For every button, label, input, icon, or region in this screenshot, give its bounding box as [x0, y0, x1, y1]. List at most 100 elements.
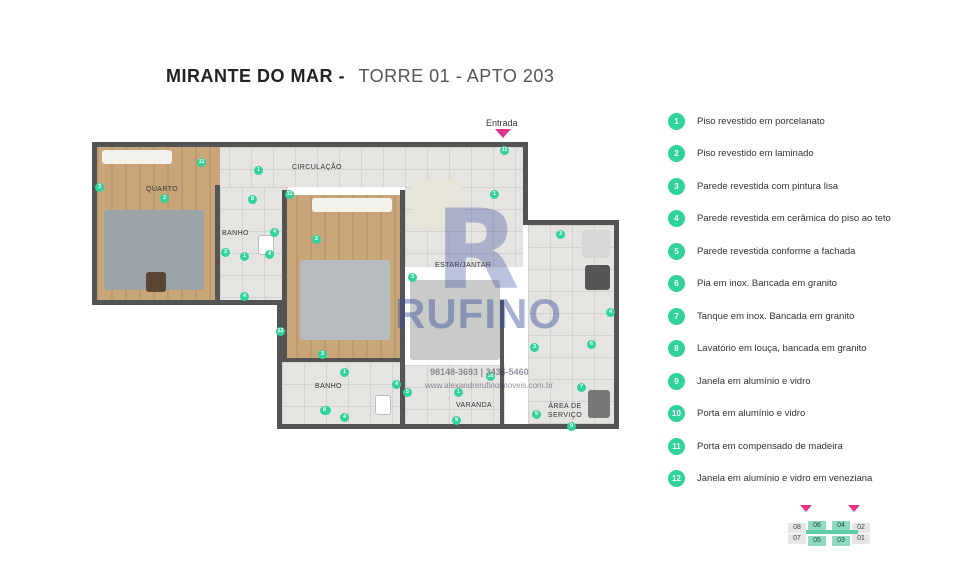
marker: 1: [240, 252, 249, 261]
fridge: [582, 230, 610, 258]
wardrobe: [312, 198, 392, 212]
legend-item: 9 Janela em alumínio e vidro: [668, 372, 811, 390]
marker: 2: [312, 235, 321, 244]
marker: 7: [577, 383, 586, 392]
legend-text: Pia em inox. Bancada em granito: [697, 278, 837, 289]
dining-table: [412, 180, 462, 230]
key-map-arrow-icon: [848, 505, 860, 512]
page-title: MIRANTE DO MAR - TORRE 01 - APTO 203: [166, 66, 554, 87]
key-map-cell: 06: [808, 521, 826, 531]
marker: 8: [248, 195, 257, 204]
project-name: MIRANTE DO MAR -: [166, 66, 345, 86]
wall: [400, 190, 405, 424]
legend-number-badge: 9: [668, 372, 685, 390]
wall: [277, 424, 619, 429]
marker: 11: [285, 190, 294, 199]
key-map-corridor: [806, 530, 858, 534]
legend-text: Piso revestido em laminado: [697, 148, 814, 159]
wall: [277, 300, 282, 428]
legend-item: 5 Parede revestida conforme a fachada: [668, 242, 855, 260]
marker: 2: [160, 194, 169, 203]
marker: 1: [490, 190, 499, 199]
marker: 8: [320, 406, 329, 415]
legend-text: Janela em alumínio e vidro em veneziana: [697, 473, 873, 484]
key-map-arrow-icon: [800, 505, 812, 512]
legend-number-badge: 2: [668, 145, 685, 162]
legend-number-badge: 11: [668, 437, 685, 455]
wall: [92, 142, 528, 147]
legend-number-badge: 8: [668, 340, 685, 357]
room-label-bedroom: QUARTO: [146, 186, 179, 193]
marker: 9: [567, 422, 576, 431]
key-map-cell: 04: [832, 521, 850, 531]
legend-text: Parede revestida com pintura lisa: [697, 180, 838, 192]
entrance-arrow-icon: [495, 129, 511, 138]
marker: 4: [265, 250, 274, 259]
wall: [92, 300, 282, 305]
entrance-label: Entrada: [486, 118, 518, 128]
legend-item: 6 Pia em inox. Bancada em granito: [668, 275, 837, 293]
wall: [614, 220, 619, 428]
marker: 3: [530, 343, 539, 352]
bed: [300, 260, 390, 340]
wall: [92, 142, 97, 304]
marker: 5: [532, 410, 541, 419]
legend-text: Lavatório em louça, bancada em granito: [697, 343, 867, 354]
legend-number-badge: 5: [668, 242, 685, 260]
key-map-cell: 02: [852, 523, 870, 533]
marker: 3: [556, 230, 565, 239]
legend-number-badge: 1: [668, 112, 685, 130]
marker: 9: [452, 416, 461, 425]
legend-text: Janela em alumínio e vidro: [697, 375, 811, 387]
marker: 3: [408, 273, 417, 282]
legend-item: 1 Piso revestido em porcelanato: [668, 112, 825, 130]
marker: 4: [392, 380, 401, 389]
stove: [585, 265, 610, 290]
wall: [523, 142, 528, 224]
room-label-circulation: CIRCULAÇÃO: [292, 164, 342, 171]
marker: 4: [240, 292, 249, 301]
marker: 1: [454, 388, 463, 397]
legend-number-badge: 12: [668, 470, 685, 487]
tower-key-map: 08 06 04 02 07 05 03 01: [786, 505, 878, 550]
legend-item: 12 Janela em alumínio e vidro em venezian…: [668, 470, 872, 488]
marker: 10: [486, 372, 495, 381]
legend-text: Tanque em inox. Bancada em granito: [697, 310, 855, 322]
key-map-cell: 08: [788, 523, 806, 533]
marker: 11: [500, 146, 509, 155]
sofa: [410, 280, 500, 360]
room-label-bath2: BANHO: [315, 383, 342, 390]
legend-number-badge: 10: [668, 405, 685, 422]
floor-plan: Entrada CIRCULAÇÃO QUARTO BANHO ESTAR/JA…: [90, 118, 620, 431]
wardrobe: [102, 150, 172, 164]
room-label-living: ESTAR/JANTAR: [435, 262, 492, 269]
marker: 4: [606, 308, 615, 317]
legend-text: Parede revestida em cerâmica do piso ao …: [697, 213, 891, 224]
legend-text: Piso revestido em porcelanato: [697, 115, 825, 127]
legend-item: 3 Parede revestida com pintura lisa: [668, 177, 838, 195]
marker: 12: [276, 327, 285, 336]
marker: 1: [254, 166, 263, 175]
nightstand: [146, 272, 166, 292]
room-label-service: ÁREA DE SERVIÇO: [547, 403, 583, 419]
marker: 1: [340, 368, 349, 377]
key-map-cell: 03: [832, 536, 850, 546]
legend-number-badge: 3: [668, 177, 685, 195]
marker: 3: [221, 248, 230, 257]
legend-number-badge: 6: [668, 275, 685, 292]
wall: [282, 190, 287, 362]
legend-text: Parede revestida conforme a fachada: [697, 245, 856, 257]
wall: [500, 300, 504, 424]
marker: 5: [403, 388, 412, 397]
key-map-cell: 05: [808, 536, 826, 546]
legend-item: 8 Lavatório em louça, bancada em granito: [668, 340, 867, 358]
marker: 4: [270, 228, 279, 237]
room-label-balcony: VARANDA: [456, 402, 493, 409]
marker: 11: [197, 158, 206, 167]
marker: 3: [318, 350, 327, 359]
wall: [282, 358, 400, 362]
